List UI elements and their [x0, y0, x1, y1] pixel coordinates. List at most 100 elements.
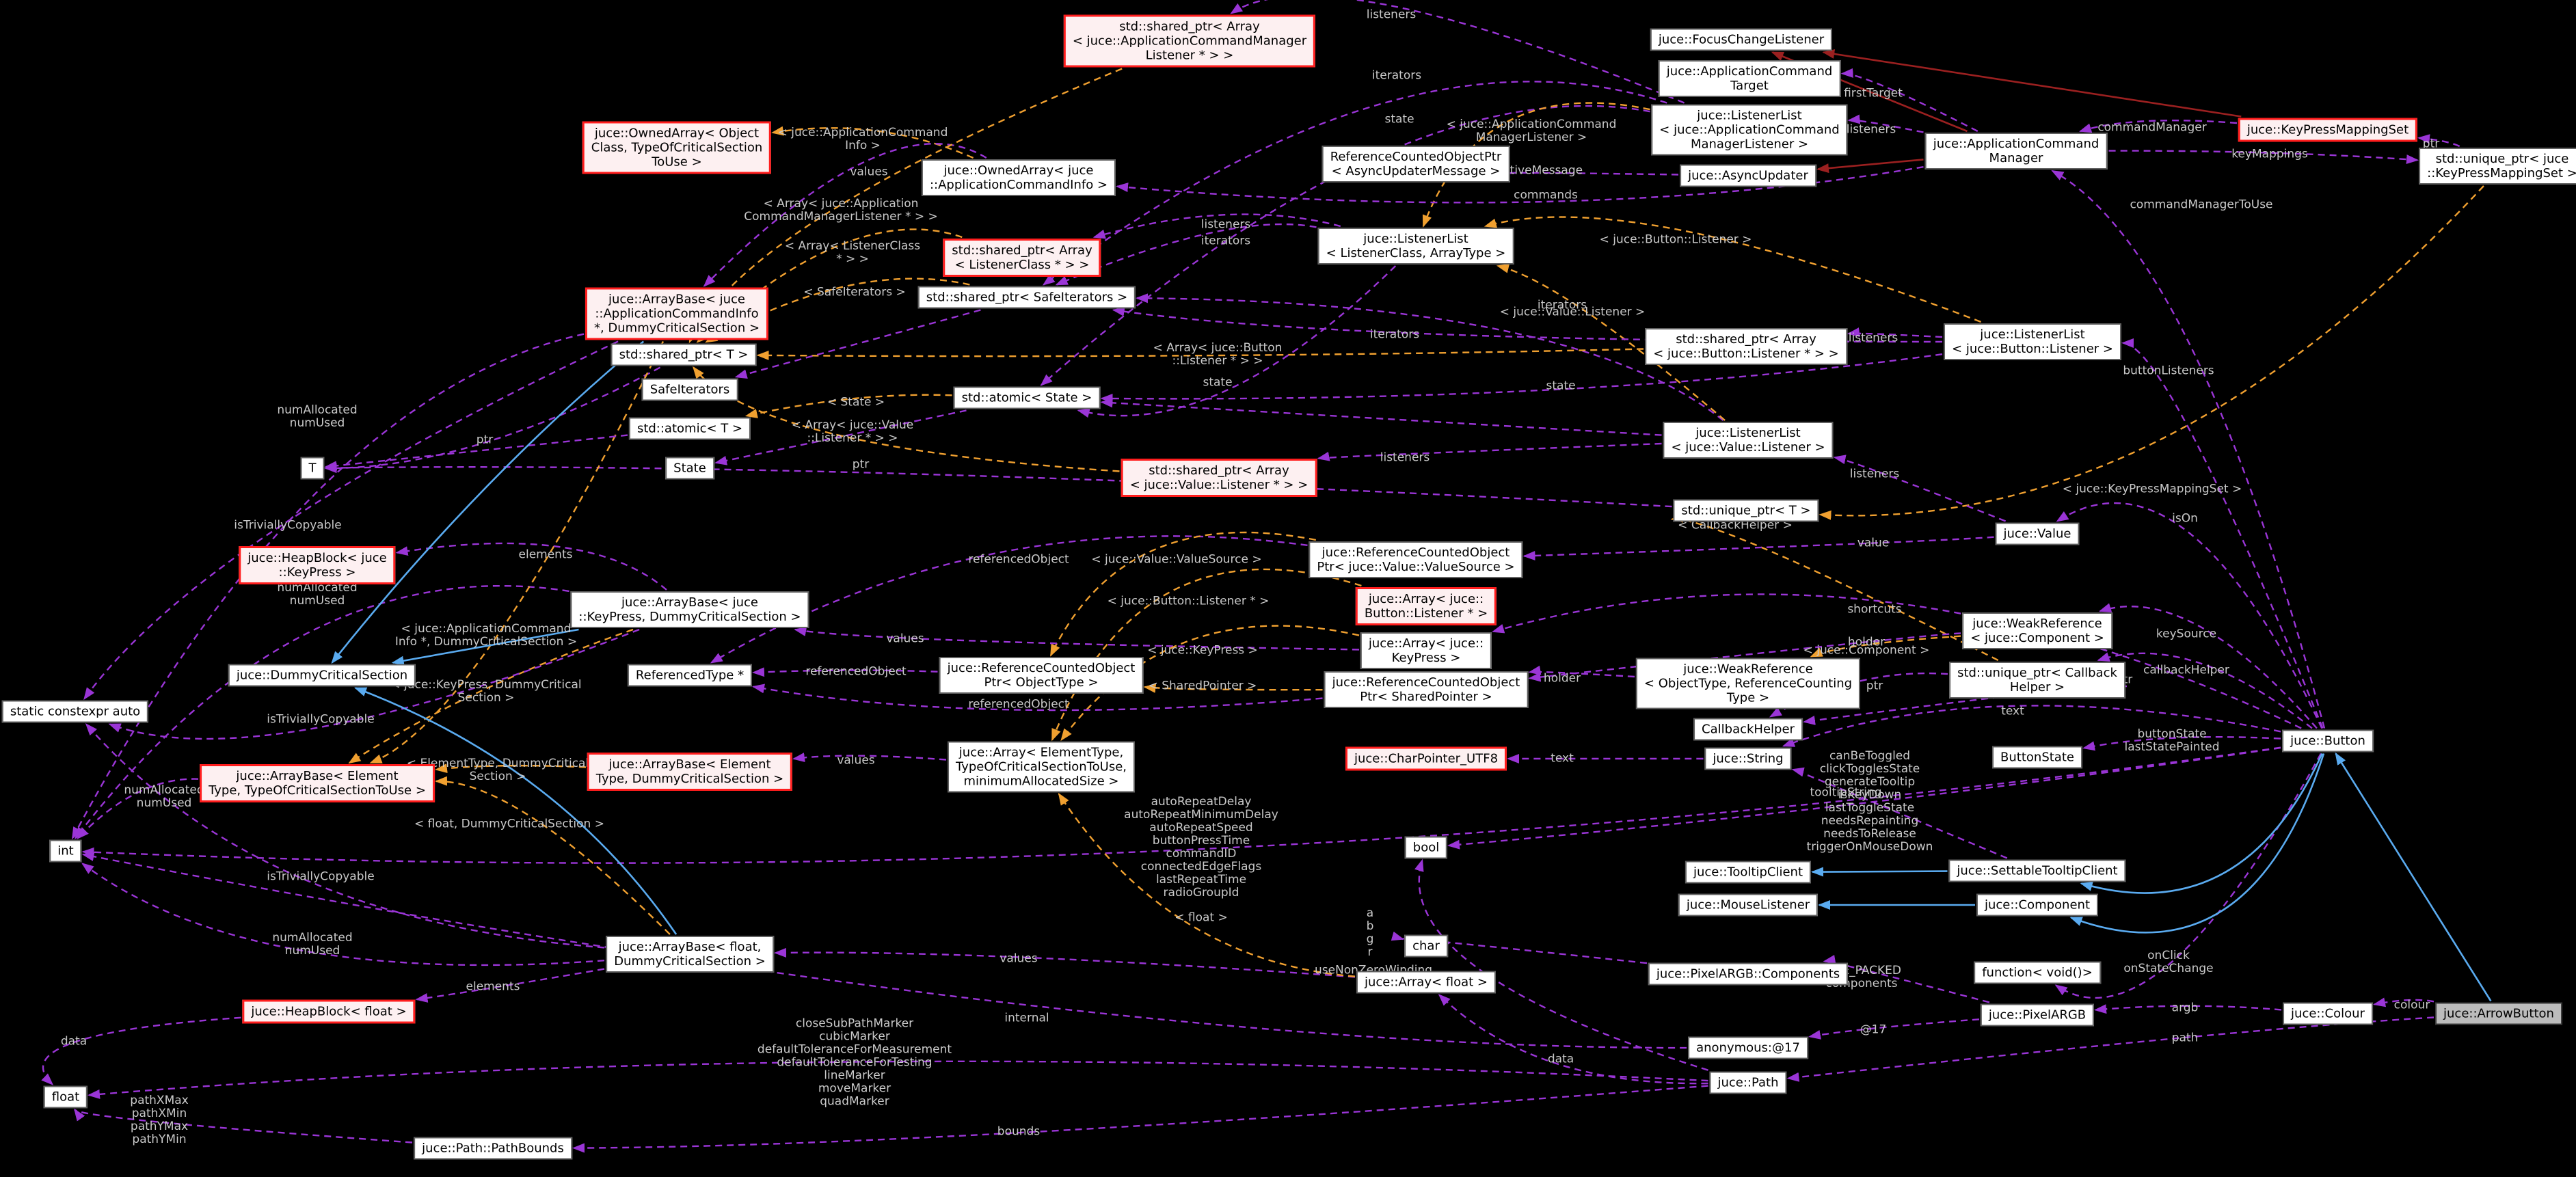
edge-appCommandManager-to-ownedArray_aci — [1116, 166, 1924, 204]
edge-arrayBase_aci-to-dummyCriticalSection — [331, 340, 645, 664]
node-arrayBase_aci[interactable]: juce::ArrayBase< juce ::ApplicationComma… — [585, 287, 769, 340]
edge-pathBounds-to-float_box — [74, 1108, 413, 1144]
edge-label: internal — [1004, 1011, 1049, 1025]
node-rcop_objectType[interactable]: juce::ReferenceCountedObject Ptr< Object… — [939, 657, 1144, 694]
node-string_box[interactable]: juce::String — [1704, 747, 1792, 770]
node-function_void[interactable]: function< void()> — [1974, 961, 2101, 984]
node-keyPressMappingSet[interactable]: juce::KeyPressMappingSet — [2238, 118, 2418, 142]
edge-label: iterators — [1371, 68, 1422, 83]
edge-label: colour — [2393, 998, 2430, 1012]
node-pixelARGB[interactable]: juce::PixelARGB — [1980, 1003, 2095, 1027]
node-heapBlock_float[interactable]: juce::HeapBlock< float > — [242, 999, 416, 1024]
edge-label: callbackHelper — [2143, 663, 2229, 677]
edge-label: iterators — [1200, 234, 1251, 248]
node-char_box[interactable]: char — [1404, 934, 1448, 958]
node-appCommandManager[interactable]: juce::ApplicationCommand Manager — [1924, 133, 2108, 170]
node-listenerList_buttonListener[interactable]: juce::ListenerList < juce::Button::Liste… — [1944, 323, 2121, 360]
node-sp_acml[interactable]: std::shared_ptr< Array < juce::Applicati… — [1063, 14, 1316, 68]
node-array_tpl[interactable]: juce::Array< ElementType, TypeOfCritical… — [948, 741, 1135, 793]
node-listenerList_valueListener[interactable]: juce::ListenerList < juce::Value::Listen… — [1663, 422, 1834, 459]
edge-arrayBase_keyPress-to-arrayBase_tpl — [348, 628, 634, 764]
node-sp_T[interactable]: std::shared_ptr< T > — [611, 343, 757, 366]
node-mouseListener[interactable]: juce::MouseListener — [1678, 893, 1819, 917]
node-rcop_sharedPointer[interactable]: juce::ReferenceCountedObject Ptr< Shared… — [1324, 671, 1529, 708]
node-value_box[interactable]: juce::Value — [1995, 522, 2080, 545]
node-atomic_T[interactable]: std::atomic< T > — [628, 417, 751, 440]
edge-weakRef_component-to-rcop_sharedPointer — [1528, 632, 1961, 682]
node-safeIterators_box[interactable]: SafeIterators — [641, 378, 738, 401]
node-path_box[interactable]: juce::Path — [1709, 1071, 1787, 1094]
node-pathBounds[interactable]: juce::Path::PathBounds — [414, 1137, 572, 1160]
node-rcop_valueSource[interactable]: juce::ReferenceCountedObject Ptr< juce::… — [1309, 541, 1523, 578]
edge-listenerList_buttonListener-to-sp_safeIterators — [1112, 306, 1943, 343]
edge-label: referencedObject — [805, 664, 907, 679]
node-static_constexpr_auto[interactable]: static constexpr auto — [1, 700, 149, 723]
node-listenerList_tpl[interactable]: juce::ListenerList < ListenerClass, Arra… — [1317, 228, 1514, 265]
node-atomic_state[interactable]: std::atomic< State > — [953, 386, 1101, 409]
node-button_box[interactable]: juce::Button — [2282, 729, 2374, 753]
edge-label: data — [60, 1034, 88, 1049]
node-focusChangeListener[interactable]: juce::FocusChangeListener — [1650, 28, 1833, 51]
edge-weakRef_objectType-to-rcop_sharedPointer — [1528, 665, 1635, 678]
node-up_callbackHelper[interactable]: std::unique_ptr< Callback Helper > — [1949, 662, 2125, 699]
edge-label: state — [1546, 379, 1576, 393]
node-T_box[interactable]: T — [300, 457, 325, 480]
node-pixelComponents[interactable]: juce::PixelARGB::Components — [1648, 962, 1849, 986]
edge-appCommandManager-to-listenerList_acml — [1847, 114, 1924, 133]
node-up_T[interactable]: std::unique_ptr< T > — [1673, 499, 1819, 522]
edge-listenerList_buttonListener-to-listenerList_tpl — [1484, 216, 1982, 323]
node-charPointer_utf8[interactable]: juce::CharPointer_UTF8 — [1345, 746, 1507, 771]
edge-rcop_sharedPointer-to-rcop_objectType — [1143, 683, 1323, 693]
edge-label: values — [999, 951, 1038, 966]
node-dummyCriticalSection[interactable]: juce::DummyCriticalSection — [228, 664, 416, 687]
node-array_float[interactable]: juce::Array< float > — [1356, 971, 1497, 994]
node-buttonState_box[interactable]: ButtonState — [1992, 746, 2082, 769]
edge-label: commands — [1514, 188, 1578, 202]
node-sp_arr_valueListener[interactable]: std::shared_ptr< Array < juce::Value::Li… — [1121, 459, 1317, 497]
node-colour_box[interactable]: juce::Colour — [2283, 1002, 2373, 1025]
edge-label: < juce::ApplicationCommand Info *, Dummy… — [394, 622, 578, 649]
edge-arrayBase_float-to-static_constexpr_auto — [85, 722, 605, 949]
edge-label: < juce::Value::ValueSource > — [1091, 552, 1262, 567]
node-arrowButton[interactable]: juce::ArrowButton — [2435, 1002, 2562, 1025]
edge-label: data — [1547, 1052, 1574, 1066]
node-float_box[interactable]: float — [43, 1085, 88, 1109]
node-arr_buttonListener[interactable]: juce::Array< juce:: Button::Listener * > — [1355, 587, 1497, 625]
node-appCommandTarget[interactable]: juce::ApplicationCommand Target — [1658, 60, 1841, 97]
node-int_box[interactable]: int — [49, 839, 82, 863]
node-referencedType[interactable]: ReferencedType * — [627, 664, 753, 687]
node-sp_arr_listenerClass[interactable]: std::shared_ptr< Array < ListenerClass *… — [943, 239, 1101, 277]
edge-label: < juce::Value::Listener > — [1499, 305, 1646, 319]
node-sp_arr_buttonListener[interactable]: std::shared_ptr< Array < juce::Button::L… — [1645, 328, 1847, 365]
edge-listenerList_valueListener-to-sp_arr_valueListener — [1317, 442, 1662, 461]
node-listenerList_acml[interactable]: juce::ListenerList < juce::ApplicationCo… — [1651, 104, 1848, 156]
node-rcop_asyncUpdaterMessage[interactable]: ReferenceCountedObjectPtr < AsyncUpdater… — [1321, 146, 1510, 182]
node-arrayBase_tpl[interactable]: juce::ArrayBase< Element Type, TypeOfCri… — [200, 764, 435, 802]
node-arrayBase_elem_dummy[interactable]: juce::ArrayBase< Element Type, DummyCrit… — [587, 753, 793, 791]
node-weakRef_component[interactable]: juce::WeakReference < juce::Component > — [1962, 612, 2112, 649]
edge-label: iterators — [1369, 327, 1420, 342]
edge-label: keyMappings — [2231, 147, 2308, 161]
node-bool_box[interactable]: bool — [1404, 836, 1448, 859]
node-asyncUpdater[interactable]: juce::AsyncUpdater — [1680, 164, 1816, 187]
edge-label: buttonState lastStatePainted — [2124, 727, 2220, 754]
node-heapBlock_keyPress[interactable]: juce::HeapBlock< juce ::KeyPress > — [239, 546, 396, 584]
node-arr_keyPress[interactable]: juce::Array< juce:: KeyPress > — [1360, 632, 1492, 669]
node-sp_safeIterators[interactable]: std::shared_ptr< SafeIterators > — [917, 286, 1136, 309]
node-arrayBase_float[interactable]: juce::ArrayBase< float, DummyCriticalSec… — [606, 936, 774, 973]
node-callbackHelper_box[interactable]: CallbackHelper — [1693, 718, 1803, 741]
edge-rcop_sharedPointer-to-referencedType — [752, 684, 1323, 712]
node-state_box[interactable]: State — [665, 457, 714, 480]
node-ownedArray_aci[interactable]: juce::OwnedArray< juce ::ApplicationComm… — [921, 159, 1116, 196]
node-component_box[interactable]: juce::Component — [1976, 893, 2099, 917]
edge-label: path — [2171, 1031, 2199, 1045]
node-tooltipClient[interactable]: juce::TooltipClient — [1685, 861, 1812, 884]
node-up_kpms[interactable]: std::unique_ptr< juce ::KeyPressMappingS… — [2419, 148, 2576, 185]
node-ownedArray_tpl[interactable]: juce::OwnedArray< Object Class, TypeOfCr… — [582, 121, 772, 174]
node-anon17[interactable]: anonymous:@17 — [1688, 1036, 1808, 1059]
edge-listenerList_valueListener-to-atomic_state — [1100, 398, 1662, 436]
node-arrayBase_keyPress[interactable]: juce::ArrayBase< juce ::KeyPress, DummyC… — [570, 591, 809, 628]
edge-path_box-to-array_float — [1438, 994, 1708, 1085]
node-settableTooltipClient[interactable]: juce::SettableTooltipClient — [1948, 859, 2126, 882]
node-weakRef_objectType[interactable]: juce::WeakReference < ObjectType, Refere… — [1635, 658, 1861, 709]
